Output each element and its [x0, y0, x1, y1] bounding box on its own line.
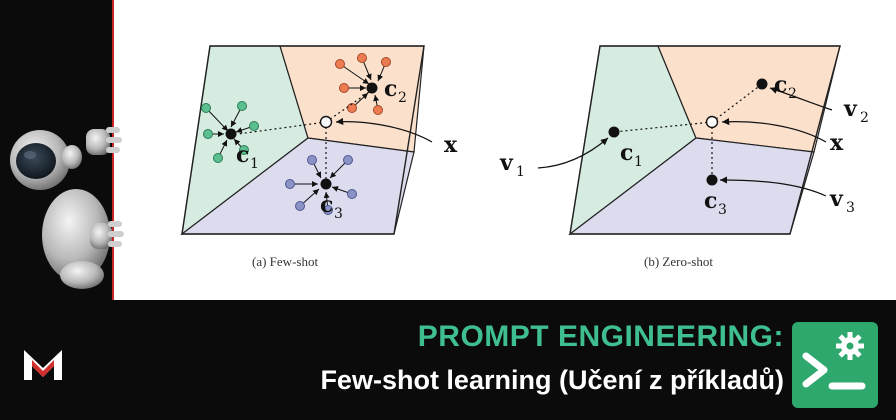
label-c1: c: [620, 140, 633, 166]
m-logo-icon: [24, 350, 62, 380]
label-c1-sub: 1: [250, 156, 259, 172]
terminal-badge: [792, 322, 878, 408]
label-c3-sub: 3: [718, 202, 727, 218]
caption-few-shot: (a) Few-shot: [252, 254, 319, 269]
label-c2-sub: 2: [788, 86, 797, 102]
label-c3: c: [320, 192, 333, 218]
zero-shot-panel: c 1 c 2 c 3 x v 1 v 2 v 3: [499, 45, 869, 236]
prototype-c1: [225, 128, 237, 140]
label-v1-sub: 1: [516, 164, 525, 180]
support-points-blue: [285, 155, 357, 215]
robot-mascot-icon: [10, 127, 124, 289]
figure-panel: c 1 c 2 c 3 x c 1 c: [112, 0, 896, 300]
prototype-c2: [366, 82, 378, 94]
banner-title: PROMPT ENGINEERING:: [417, 320, 784, 353]
label-v2: v: [843, 96, 858, 122]
label-c1-sub: 1: [634, 154, 643, 170]
query-point-x: [319, 115, 333, 129]
support-points-green: [201, 101, 259, 163]
label-x: x: [444, 132, 458, 158]
label-c2: c: [384, 76, 397, 102]
prototype-diagram: c 1 c 2 c 3 x c 1 c: [180, 45, 869, 236]
prototype-c1: [608, 126, 620, 138]
banner-subtitle: Few-shot learning (Učení z příkladů): [320, 365, 784, 395]
zero-shot-outline: [569, 45, 841, 235]
label-c2: c: [774, 72, 787, 98]
few-shot-outline: [181, 45, 425, 235]
label-c3-sub: 3: [334, 206, 343, 222]
label-c2-sub: 2: [398, 90, 407, 106]
prototype-c2: [756, 78, 768, 90]
support-points-orange: [335, 53, 391, 115]
label-c3: c: [704, 188, 717, 214]
label-v3: v: [829, 186, 844, 212]
prototype-c3: [320, 178, 332, 190]
prototype-c3: [706, 174, 718, 186]
terminal-settings-icon: [802, 332, 866, 390]
label-v3-sub: 3: [846, 200, 855, 216]
label-v2-sub: 2: [860, 110, 869, 126]
query-point-x: [705, 115, 719, 129]
label-c1: c: [236, 142, 249, 168]
label-v1: v: [499, 150, 514, 176]
label-x: x: [830, 130, 844, 156]
caption-zero-shot: (b) Zero-shot: [644, 254, 713, 269]
few-shot-panel: c 1 c 2 c 3 x: [180, 45, 458, 236]
